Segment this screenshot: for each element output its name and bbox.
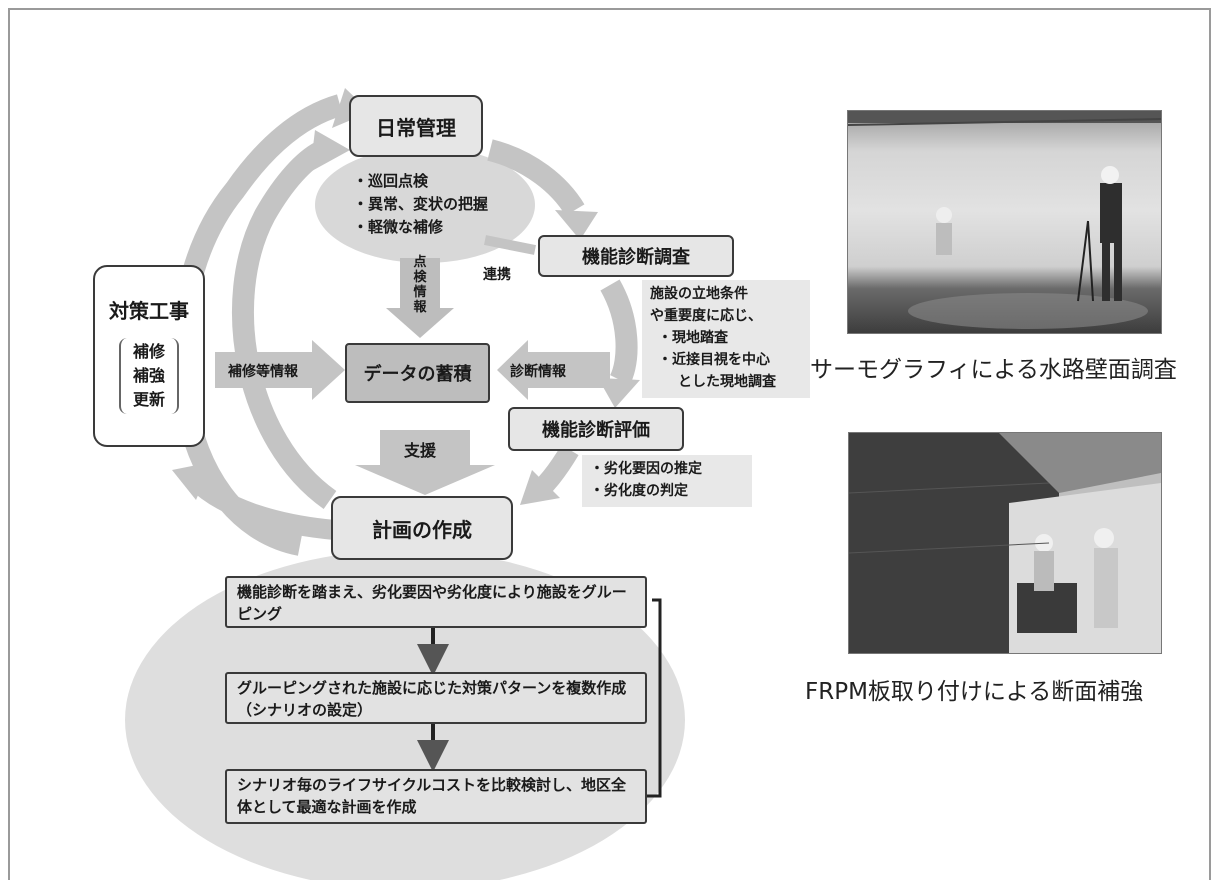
daily-to-survey-arc [487,139,585,216]
evaluation-note-line: ・劣化度の判定 [590,483,688,499]
inspection-info-label: 点検情報 [413,255,427,315]
diagnosis-info-label: 診断情報 [510,364,566,380]
link-double-arrow [484,235,536,255]
support-label: 支援 [404,441,437,460]
node-function-diagnosis-survey: 機能診断調査 [538,235,734,277]
inner-cycle-arc [231,142,337,509]
photo-frpm-scene [849,433,1161,653]
diag-info-arrowhead [497,340,528,400]
countermeasure-bracket: 補修 補強 更新 [118,338,179,414]
daily-task-item: ・軽微な補修 [353,218,444,236]
node-plan-creation: 計画の作成 [331,496,513,560]
photo-thermography-survey [847,110,1162,334]
survey-notes: 施設の立地条件 や重要度に応じ、 ・現地踏査 ・近接目視を中心 とした現地調査 [650,283,776,393]
survey-notes-panel [642,280,810,398]
photo-thermography-scene [848,111,1161,329]
daily-task-item: ・巡回点検 [353,172,429,190]
eval-notes-panel [582,455,752,507]
countermeasure-item: 更新 [132,390,165,409]
feedback-loop-line [645,598,662,798]
countermeasure-item: 補修 [132,342,165,361]
survey-note-line: ・現地踏査 [658,330,728,346]
diag-info-arrow-shaft [525,352,610,388]
photo-2-caption: FRPM板取り付けによる断面補強 [805,679,1144,705]
countermeasure-title: 対策工事 [109,299,189,323]
survey-to-eval-arc [600,279,638,385]
photo-1-caption: サーモグラフィによる水路壁面調査 [810,357,1177,383]
daily-task-item: ・異常、変状の把握 [353,195,489,213]
survey-note-line: とした現地調査 [678,374,776,390]
inspection-info-arrow-shaft [400,258,440,310]
daily-task-ellipse [315,147,535,263]
repair-info-arrowhead [312,340,345,400]
node-function-diagnosis-evaluation: 機能診断評価 [508,407,684,451]
to-countermeasure-arc [187,472,336,540]
plan-step-2: グルーピングされた施設に応じた対策パターンを複数作成（シナリオの設定） [225,672,647,724]
link-label: 連携 [483,267,511,283]
node-daily-management: 日常管理 [349,95,483,157]
countermeasure-item: 補強 [132,366,165,385]
eval-to-plan-arrowhead [520,470,560,505]
inspection-info-arrowhead [386,308,454,338]
survey-note-line: 施設の立地条件 [650,286,748,302]
daily-to-survey-arrowhead [555,210,598,240]
support-arrow-shaft [380,430,470,465]
evaluation-notes: ・劣化要因の推定 ・劣化度の判定 [590,458,702,502]
inner-cycle-arrowhead [310,130,350,172]
daily-task-list: ・巡回点検 ・異常、変状の把握 ・軽微な補修 [353,170,488,239]
photo-frpm-reinforcement [848,432,1162,654]
repair-info-label: 補修等情報 [228,364,298,380]
plan-step-3: シナリオ毎のライフサイクルコストを比較検討し、地区全体として最適な計画を作成 [225,769,647,824]
survey-note-line: や重要度に応じ、 [650,308,762,324]
to-countermeasure-arrowhead [172,462,212,500]
repair-info-arrow-shaft [215,352,315,388]
node-data-accumulation: データの蓄積 [345,343,490,403]
survey-note-line: ・近接目視を中心 [658,352,770,368]
evaluation-note-line: ・劣化要因の推定 [590,461,702,477]
countermeasure-box: 対策工事 補修 補強 更新 [93,265,205,447]
support-arrowhead [355,465,495,495]
plan-step-1: 機能診断を踏まえ、劣化要因や劣化度により施設をグルーピング [225,576,647,628]
